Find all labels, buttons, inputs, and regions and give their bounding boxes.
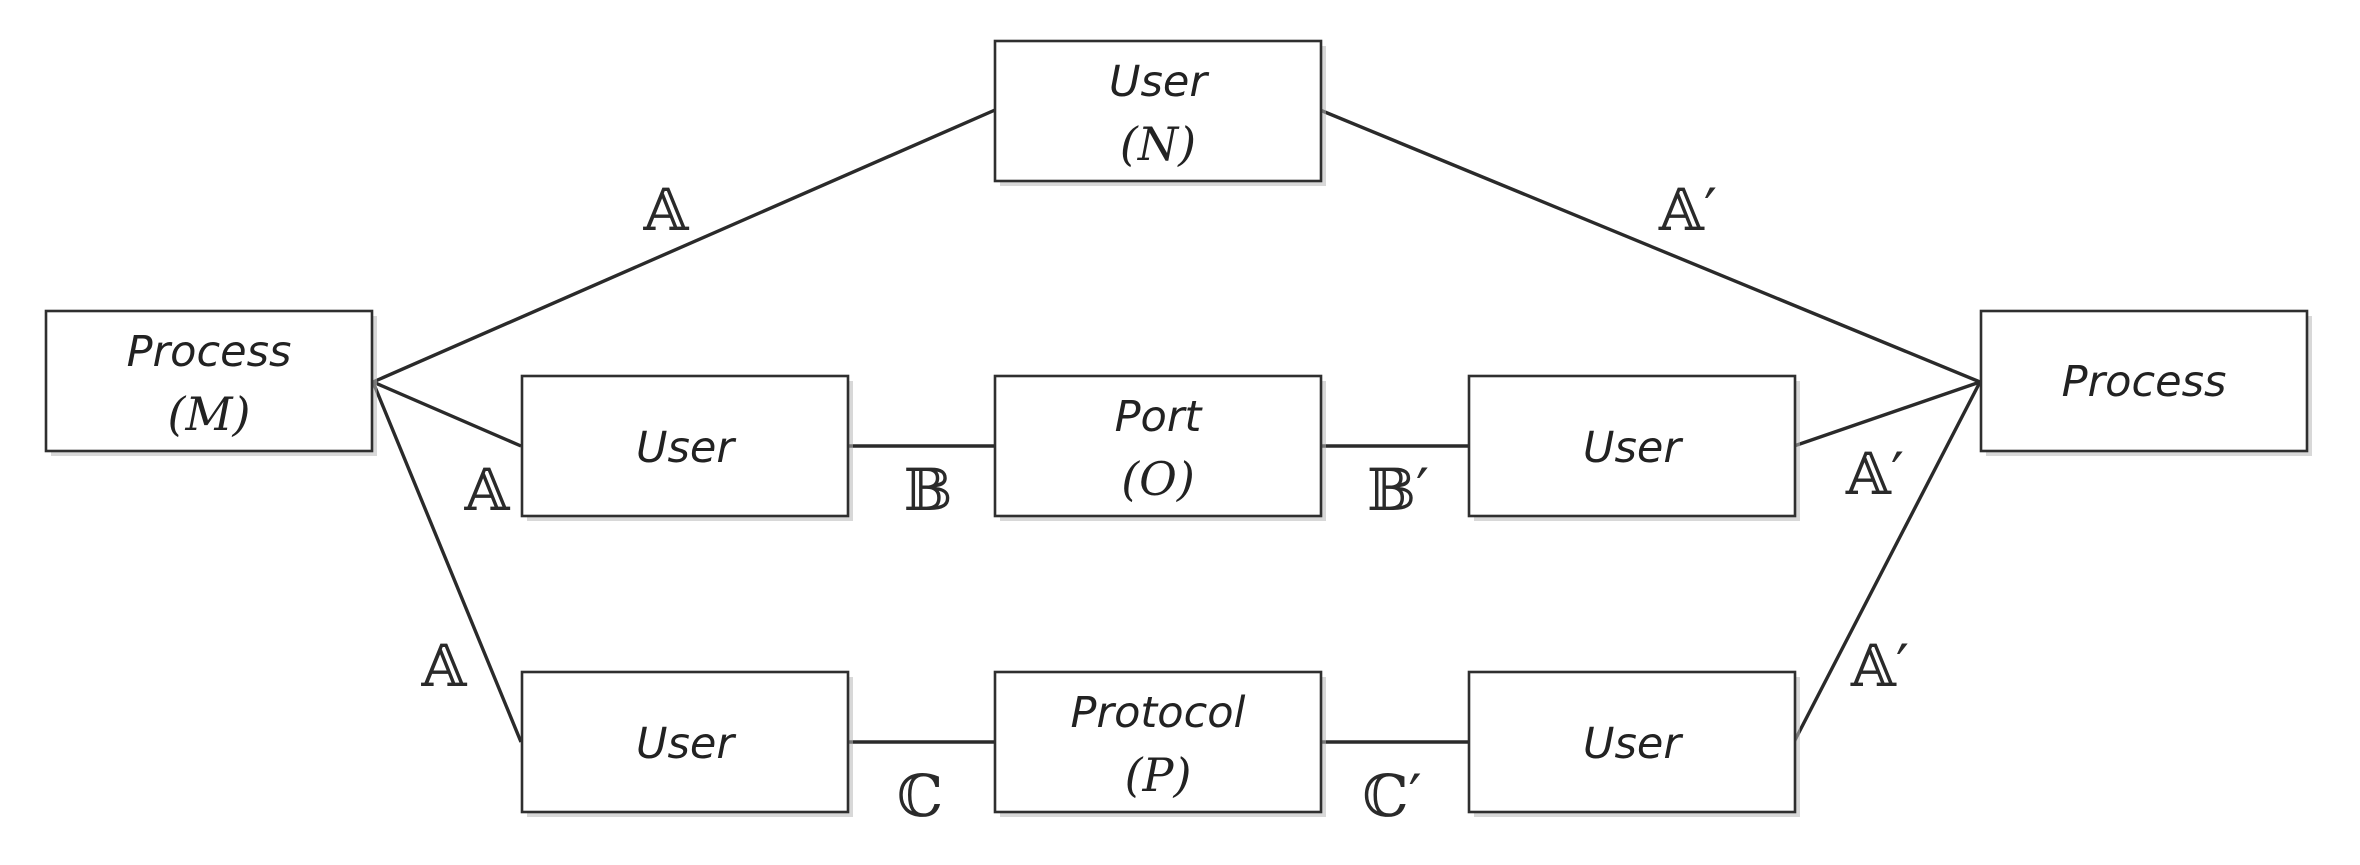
- node-user-c-right: User: [1467, 670, 1800, 817]
- node-process-out: Process: [1979, 309, 2312, 456]
- edge-label-a-mid: 𝔸: [463, 456, 510, 524]
- edge-labels: 𝔸 𝔸′ 𝔸 𝔹 𝔹′ 𝔸′ 𝔸 ℂ ℂ′ 𝔸′: [420, 176, 1909, 830]
- edge-label-c: ℂ: [897, 762, 943, 830]
- node-subtitle: (O): [1121, 452, 1195, 506]
- node-port-o: Port (O): [993, 374, 1326, 521]
- node-subtitle: (N): [1120, 117, 1196, 171]
- node-title: Process: [127, 327, 292, 377]
- node-user-c-left: User: [520, 670, 853, 817]
- node-title: Process: [2062, 357, 2227, 407]
- node-subtitle: (M): [168, 387, 251, 441]
- edge-label-a-bottom: 𝔸: [420, 632, 467, 700]
- node-title: User: [1109, 57, 1209, 107]
- node-subtitle: (P): [1125, 748, 1192, 802]
- node-title: Port: [1115, 392, 1204, 442]
- edge-process-m-to-user-b-left: [372, 380, 522, 448]
- node-title: User: [1583, 423, 1683, 473]
- edge-label-b-prime: 𝔹′: [1367, 456, 1429, 524]
- edge-label-a-top: 𝔸: [642, 176, 689, 244]
- node-title: User: [636, 423, 736, 473]
- edge-label-b: 𝔹: [903, 456, 952, 524]
- edge-user-c-right-to-process: [1792, 381, 1982, 743]
- node-user-b-right: User: [1467, 374, 1800, 521]
- node-title: User: [1583, 719, 1683, 769]
- edge-label-a-prime-bottom: 𝔸′: [1850, 632, 1909, 700]
- edge-label-c-prime: ℂ′: [1362, 762, 1421, 830]
- node-user-b-left: User: [520, 374, 853, 521]
- edge-user-n-to-process: [1319, 108, 1981, 384]
- edge-user-b-right-to-process: [1793, 380, 1981, 448]
- node-title: Protocol: [1071, 688, 1246, 738]
- node-user-n: User (N): [993, 39, 1326, 186]
- node-protocol-p: Protocol (P): [993, 670, 1326, 817]
- node-title: User: [636, 719, 736, 769]
- edge-process-m-to-user-c-left: [371, 381, 523, 743]
- edge-label-a-prime-top: 𝔸′: [1658, 176, 1717, 244]
- edge-label-a-prime-mid: 𝔸′: [1845, 440, 1904, 508]
- node-process-m: Process (M): [44, 309, 377, 456]
- edges: [371, 108, 1982, 744]
- edge-process-m-to-user-n: [372, 108, 996, 384]
